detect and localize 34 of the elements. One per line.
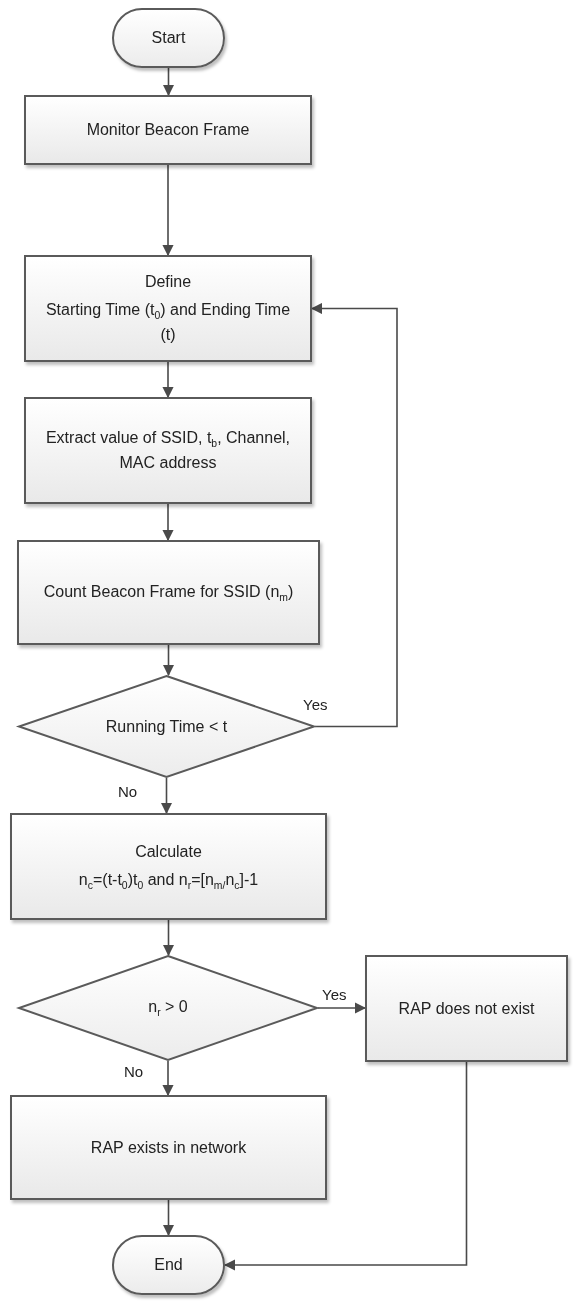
process-box <box>24 255 312 362</box>
terminal-box <box>112 1235 225 1295</box>
decision-diamond <box>18 955 318 1061</box>
node-text: Starting Time (t$_{0}$) and Ending Time (t) <box>44 299 292 346</box>
process-box <box>10 813 327 920</box>
arrow <box>317 1002 367 1014</box>
node-text: Start <box>151 28 186 48</box>
node-text: Monitor Beacon Frame <box>86 120 250 140</box>
node-text: Running Time < t <box>105 716 228 737</box>
arrow <box>162 503 174 542</box>
terminal-box <box>112 8 225 68</box>
node-text: Define <box>144 271 192 292</box>
arrow <box>162 1199 175 1237</box>
node-text: n$_{c}$=(t-t$_{0}$)t$_{0}$ and n$_{r}$=[n$_{m/}$n$_{c}$]-1 <box>78 869 259 893</box>
arrow <box>162 919 175 957</box>
node-text: End <box>154 1255 183 1275</box>
node-text: Calculate <box>135 841 202 862</box>
arrow <box>162 1060 174 1097</box>
process-box <box>365 955 568 1062</box>
arrow <box>162 67 175 97</box>
process-box <box>10 1095 327 1200</box>
arrow <box>162 644 175 677</box>
node-text: Count Beacon Frame for SSID (n$_{m}$) <box>43 581 294 605</box>
node-text: RAP does not exist <box>398 998 535 1019</box>
arrow <box>162 361 174 399</box>
process-box <box>24 397 312 504</box>
node-text: n$_{r}$ > 0 <box>148 997 188 1021</box>
arrow <box>162 164 174 257</box>
arrow <box>223 1061 468 1271</box>
process-box <box>17 540 320 645</box>
arrow <box>160 777 173 815</box>
process-box <box>24 95 312 165</box>
node-text: Extract value of SSID, t$_{b}$, Channel, MAC address <box>44 427 292 474</box>
node-text: RAP exists in network <box>90 1137 247 1158</box>
